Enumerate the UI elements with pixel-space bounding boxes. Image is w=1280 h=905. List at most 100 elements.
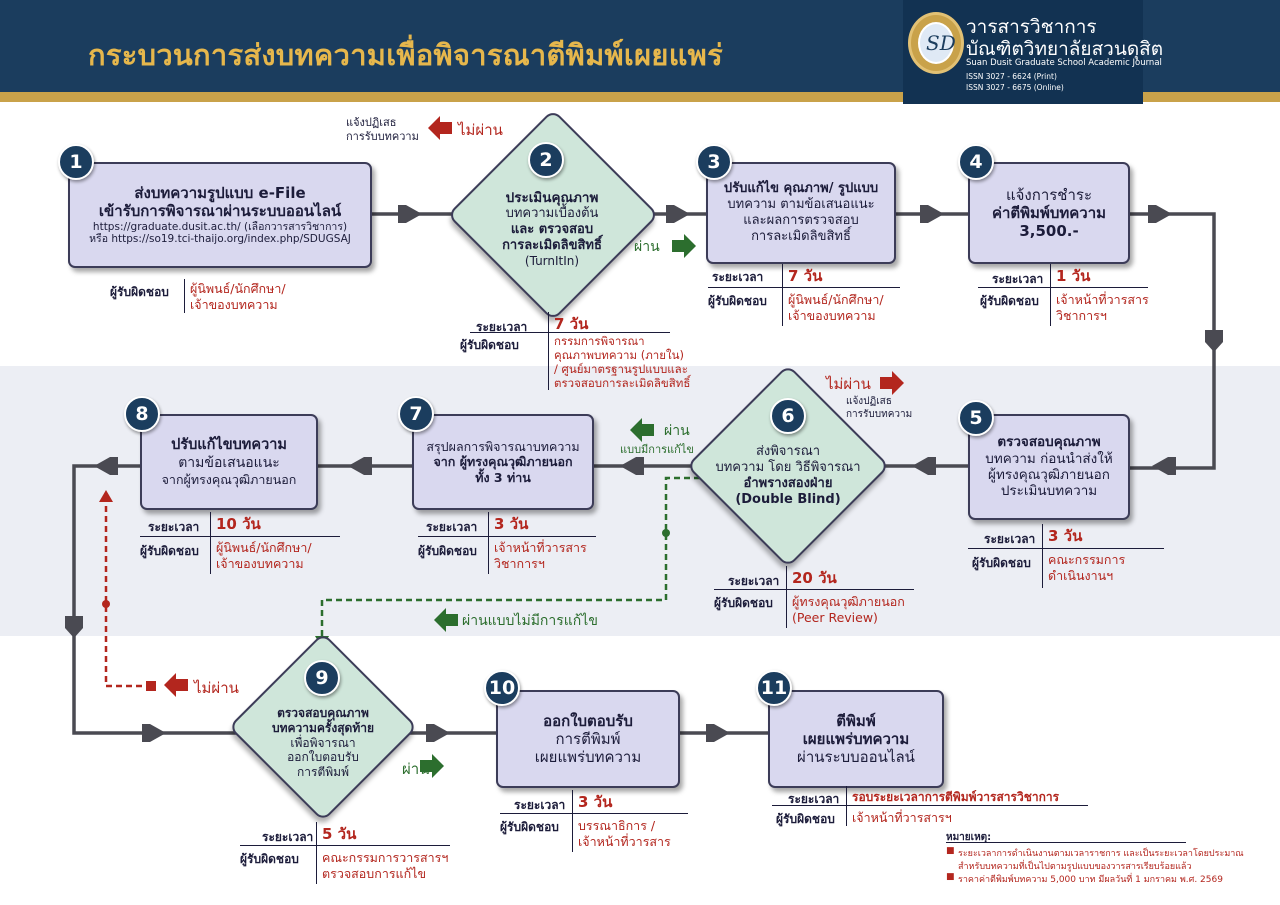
step-10-responsible-2: เจ้าหน้าที่วารสาร: [578, 834, 671, 849]
step-5-line1: ตรวจสอบคุณภาพ: [997, 434, 1101, 451]
step-2-meta-divider: [548, 312, 549, 390]
step-11-meta-rule: [772, 805, 1088, 806]
step-10-responsible-1: บรรณาธิการ /: [578, 818, 656, 833]
step-10-number: 10: [484, 670, 520, 706]
step-11-responsible-1: เจ้าหน้าที่วารสารฯ: [852, 810, 952, 825]
step-1-line2: เข้ารับการพิจารณาผ่านระบบออนไลน์: [98, 202, 342, 221]
step-9-line2: บทความครั้งสุดท้าย: [271, 721, 375, 736]
step-2-text: ประเมินคุณภาพ บทความเบื้องต้น และ ตรวจสอ…: [452, 174, 652, 284]
step-8-period-label: ระยะเวลา: [148, 520, 200, 534]
step-5-number: 5: [958, 400, 994, 436]
step-4-period: 1 วัน: [1056, 267, 1091, 285]
step-9-period-label: ระยะเวลา: [262, 830, 314, 844]
notes-title: หมายเหตุ:: [946, 832, 992, 843]
step-2-number: 2: [528, 142, 564, 178]
step-3-line3: และผลการตรวจสอบ: [743, 213, 859, 228]
step-7-period: 3 วัน: [494, 515, 529, 533]
step-3-responsible-2: เจ้าของบทความ: [788, 308, 876, 323]
step-7-line1: สรุปผลการพิจารณาบทความ: [426, 439, 580, 455]
journal-name-th-line1: วารสารวิชาการ: [966, 16, 1097, 38]
step-8-meta-divider: [210, 512, 211, 574]
step-9-pass-label: ผ่าน: [402, 760, 430, 778]
step-2-responsible-2: คุณภาพบทความ (ภายใน): [554, 348, 684, 362]
step-9-line5: การตีพิมพ์: [297, 764, 349, 779]
step-2-period-label: ระยะเวลา: [476, 320, 528, 334]
notes-item-2: สำหรับบทความที่เป็นไปตามรูปแบบของวารสารเ…: [958, 862, 1192, 872]
step-7-responsible-label: ผู้รับผิดชอบ: [418, 544, 477, 558]
step-3-line1: ปรับแก้ไข คุณภาพ/ รูปแบบ: [723, 181, 879, 197]
step-10-period-label: ระยะเวลา: [514, 798, 566, 812]
university-seal-icon: SD: [908, 12, 964, 74]
step-6-reject-notice-1: แจ้งปฏิเสธ: [846, 396, 892, 407]
step-6-pass-no-revision-label: ผ่านแบบไม่มีการแก้ไข: [462, 613, 598, 629]
step-10-line2: การตีพิมพ์: [555, 729, 621, 748]
step-3-line4: การละเมิดลิขสิทธิ์: [751, 228, 851, 244]
step-9-meta-rule: [240, 845, 450, 846]
notes-bullet-1: ■: [946, 846, 955, 856]
step-9-line3: เพื่อพิจารณา: [290, 735, 356, 750]
step-7-period-label: ระยะเวลา: [426, 520, 478, 534]
step-7-meta-divider: [488, 512, 489, 574]
step-1-number: 1: [58, 144, 94, 180]
step-4-number: 4: [958, 144, 994, 180]
step-6-line3: อำพรางสองฝ่าย: [743, 476, 833, 491]
step-7-box: สรุปผลการพิจารณาบทความ จาก ผู้ทรงคุณวุฒิ…: [412, 414, 594, 510]
step-9-fail-label: ไม่ผ่าน: [194, 679, 239, 697]
step-2-responsible-4: ตรวจสอบการละเมิดลิขสิทธิ์: [554, 376, 691, 390]
step-6-line4: (Double Blind): [735, 491, 841, 507]
step-4-line2: ค่าตีพิมพ์บทความ: [991, 203, 1107, 222]
step-9-text: ตรวจสอบคุณภาพ บทความครั้งสุดท้าย เพื่อพิ…: [238, 694, 408, 792]
step-2-responsible-1: กรรมการพิจารณา: [554, 334, 645, 348]
step-2-line4: การละเมิดลิขสิทธิ์: [502, 237, 602, 253]
step-6-fail-label: ไม่ผ่าน: [826, 375, 871, 393]
step-8-box: ปรับแก้ไขบทความ ตามข้อเสนอแนะ จากผู้ทรงค…: [140, 414, 318, 510]
step-3-responsible-label: ผู้รับผิดชอบ: [708, 294, 767, 308]
step-6-period-label: ระยะเวลา: [728, 574, 780, 588]
step-9-number: 9: [304, 660, 340, 696]
step-10-meta-rule: [500, 813, 688, 814]
step-6-responsible-2: (Peer Review): [792, 610, 878, 625]
step-7-line3: ทั้ง 3 ท่าน: [475, 469, 531, 485]
step-5-period: 3 วัน: [1048, 527, 1083, 545]
step-6-pass-revision-label-1: ผ่าน: [664, 423, 690, 439]
step-3-period-label: ระยะเวลา: [712, 270, 764, 284]
step-10-meta-divider: [572, 790, 573, 852]
step-2-meta-rule: [470, 332, 670, 333]
journal-name-th-line2: บัณฑิตวิทยาลัยสวนดุสิต: [966, 38, 1164, 60]
step-2-responsible-label: ผู้รับผิดชอบ: [460, 338, 519, 352]
step-5-line4: ประเมินบทความ: [1000, 483, 1098, 500]
step-8-meta-rule: [140, 536, 340, 537]
step-3-line2: บทความ ตามข้อเสนอแนะ: [727, 197, 875, 213]
step-3-box: ปรับแก้ไข คุณภาพ/ รูปแบบ บทความ ตามข้อเส…: [706, 162, 896, 264]
step-1-meta-divider: [184, 279, 185, 313]
step-8-line3: จากผู้ทรงคุณวุฒิภายนอก: [161, 471, 297, 487]
step-4-responsible-2: วิชาการฯ: [1056, 308, 1107, 323]
step-11-line1: ตีพิมพ์: [836, 711, 876, 730]
step-6-responsible-1: ผู้ทรงคุณวุฒิภายนอก: [792, 594, 905, 609]
step-9-period: 5 วัน: [322, 825, 357, 843]
step-4-responsible-1: เจ้าหน้าที่วารสาร: [1056, 292, 1149, 307]
step-8-responsible-1: ผู้นิพนธ์/นักศึกษา/: [216, 540, 312, 555]
step-4-box: แจ้งการชำระ ค่าตีพิมพ์บทความ 3,500.-: [968, 162, 1130, 264]
step-6-number: 6: [770, 398, 806, 434]
step-8-responsible-2: เจ้าของบทความ: [216, 556, 304, 571]
step-2-fail-label: ไม่ผ่าน: [458, 121, 503, 139]
step-4-line3: 3,500.-: [1019, 222, 1079, 241]
step-9-line1: ตรวจสอบคุณภาพ: [277, 706, 369, 721]
step-2-reject-notice-1: แจ้งปฏิเสธ: [346, 116, 397, 129]
step-6-text: ส่งพิจารณา บทความ โดย วิธีพิจารณา อำพราง…: [690, 430, 886, 522]
step-11-responsible-label: ผู้รับผิดชอบ: [776, 812, 835, 826]
step-1-line1: ส่งบทความรูปแบบ e-File: [134, 183, 306, 202]
step-5-line2: บทความ ก่อนนำส่งให้: [985, 450, 1113, 467]
step-10-box: ออกใบตอบรับ การตีพิมพ์ เผยแพร่บทความ: [496, 690, 680, 788]
step-6-reject-notice-2: การรับบทความ: [846, 409, 913, 420]
step-1-responsible-2: เจ้าของบทความ: [190, 297, 278, 312]
header-gold-stripe: [0, 92, 1280, 102]
step-11-period: รอบระยะเวลาการตีพิมพ์วารสารวิชาการ: [852, 790, 1060, 804]
step-5-line3: ผู้ทรงคุณวุฒิภายนอก: [988, 467, 1110, 483]
step-3-responsible-1: ผู้นิพนธ์/นักศึกษา/: [788, 292, 884, 307]
step-9-meta-divider: [316, 822, 317, 884]
step-11-period-label: ระยะเวลา: [788, 792, 840, 806]
step-2-pass-label: ผ่าน: [634, 239, 660, 255]
step-10-period: 3 วัน: [578, 793, 613, 811]
